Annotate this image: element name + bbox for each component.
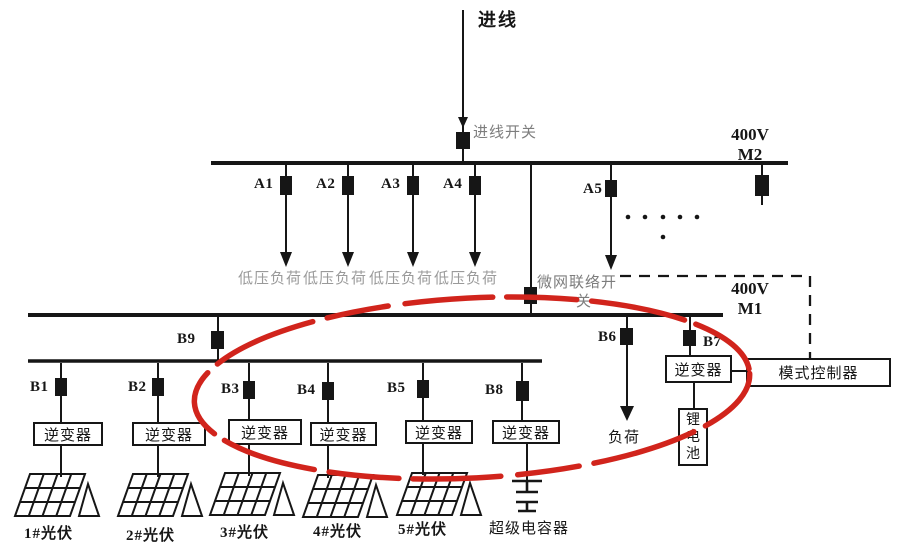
pv-unit-2-label: 2#光伏	[126, 528, 176, 544]
pv-branch-b2	[152, 363, 164, 477]
inverter-box-3: 逆变器	[228, 419, 302, 445]
supercapacitor-icon	[512, 479, 542, 513]
inverter-box-1: 逆变器	[33, 422, 103, 446]
feeder-a5	[605, 165, 617, 270]
breaker-b2-label: B2	[128, 379, 147, 395]
battery-inverter-box: 逆变器	[665, 355, 732, 383]
pv-unit-5-label: 5#光伏	[398, 522, 448, 538]
incoming-switch-label: 进线开关	[473, 125, 538, 141]
lv-load-label-2: 低压负荷	[303, 271, 368, 287]
pv-branch-b1	[55, 363, 67, 477]
bus-m2-voltage: 400V	[731, 125, 769, 144]
dashed-control-link	[620, 274, 812, 358]
lithium-battery-box: 锂电池	[678, 408, 708, 466]
breaker-b4-label: B4	[297, 382, 316, 398]
load-label: 负荷	[608, 430, 641, 446]
feeder-a3	[407, 165, 419, 267]
feeder-a4	[469, 165, 481, 267]
pv-array-3-icon	[209, 472, 295, 516]
pv-array-5-icon	[396, 472, 482, 516]
bus-m1-name: M1	[737, 299, 763, 318]
pv-branch-b5	[417, 363, 429, 475]
incoming-arrow-icon	[458, 117, 468, 128]
bus-m2-name: M2	[737, 145, 763, 164]
ellipsis-dots	[625, 214, 700, 240]
mode-controller-box: 模式控制器	[746, 358, 891, 387]
breaker-b5-label: B5	[387, 380, 406, 396]
feeder-a3-label: A3	[381, 176, 401, 192]
breaker-b3-label: B3	[221, 381, 240, 397]
pv-unit-3-label: 3#光伏	[220, 525, 270, 541]
tie-switch-label-line1: 微网联络开	[537, 275, 618, 291]
breaker-b8-label: B8	[485, 382, 504, 398]
lv-load-label-3: 低压负荷	[369, 271, 434, 287]
inverter-box-5: 逆变器	[405, 420, 473, 444]
incoming-line-label: 进线	[478, 10, 518, 30]
breaker-b6	[620, 317, 634, 421]
pv-array-2-icon	[117, 473, 203, 517]
inverter-box-2: 逆变器	[132, 422, 206, 446]
incoming-switch-icon	[456, 132, 470, 149]
pv-array-4-icon	[302, 474, 388, 518]
bus-m1-voltage: 400V	[731, 279, 769, 298]
breaker-b9	[211, 317, 224, 361]
pv-branch-b4	[322, 363, 334, 478]
feeder-a2-label: A2	[316, 176, 336, 192]
pv-unit-4-label: 4#光伏	[313, 524, 363, 540]
feeder-a1	[280, 165, 292, 267]
pv-unit-1-label: 1#光伏	[24, 526, 74, 542]
inverter-box-4: 逆变器	[310, 422, 377, 446]
feeder-a4-label: A4	[443, 176, 463, 192]
breaker-b7-label: B7	[703, 334, 722, 350]
tie-switch-label-line2: 关	[576, 294, 593, 310]
spare-switch-m2	[755, 165, 769, 205]
lv-load-label-4: 低压负荷	[434, 271, 499, 287]
breaker-b1-label: B1	[30, 379, 49, 395]
tie-switch	[524, 165, 537, 315]
supercap-label: 超级电容器	[489, 521, 570, 537]
lv-load-label-1: 低压负荷	[238, 271, 303, 287]
feeder-a5-label: A5	[583, 181, 603, 197]
feeder-a2	[342, 165, 354, 267]
breaker-b6-label: B6	[598, 329, 617, 345]
inverter-box-6: 逆变器	[492, 420, 560, 444]
pv-array-1-icon	[14, 473, 100, 517]
feeder-a1-label: A1	[254, 176, 274, 192]
breaker-b9-label: B9	[177, 331, 196, 347]
